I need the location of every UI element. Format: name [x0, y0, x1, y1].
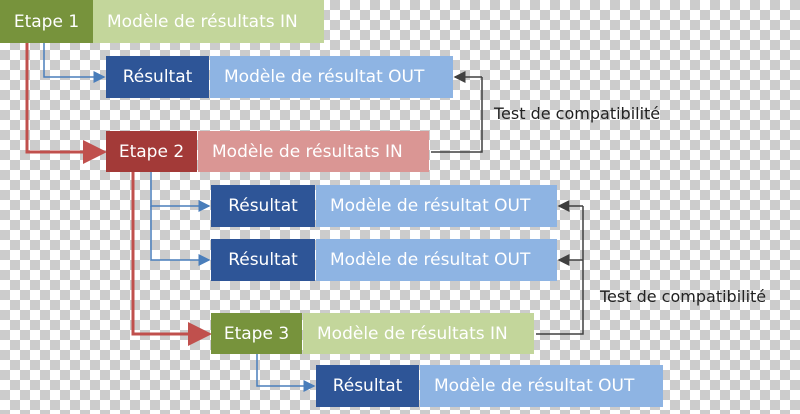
- bracket-test2: [536, 206, 584, 335]
- arrow-step3-result3: [256, 354, 316, 392]
- result1-model-out-box: Modèle de résultat OUT: [210, 56, 453, 98]
- result3-model-out-box: Modèle de résultat OUT: [420, 365, 663, 407]
- step2-box: Etape 2: [106, 131, 197, 172]
- step2-model-in-box: Modèle de résultats IN: [198, 131, 429, 172]
- arrow-step1-result1: [43, 43, 106, 83]
- step1-box: Etape 1: [0, 0, 93, 43]
- arrow-step2-result2a: [150, 172, 211, 212]
- step3-box: Etape 3: [211, 313, 302, 354]
- result1-box: Résultat: [106, 56, 209, 98]
- test-compatibility-label-1: Test de compatibilité: [494, 104, 661, 123]
- step1-model-in-box: Modèle de résultats IN: [93, 0, 324, 43]
- arrow-step2-result2b: [150, 206, 211, 266]
- result2a-box: Résultat: [211, 185, 315, 227]
- bracket-test1: [431, 77, 483, 153]
- result3-box: Résultat: [316, 365, 419, 407]
- result2b-model-out-box: Modèle de résultat OUT: [316, 239, 557, 281]
- arrow-step1-step2: [25, 43, 107, 164]
- test-compatibility-label-2: Test de compatibilité: [600, 287, 767, 306]
- step3-model-in-box: Modèle de résultats IN: [303, 313, 534, 354]
- result2a-model-out-box: Modèle de résultat OUT: [316, 185, 557, 227]
- result2b-box: Résultat: [211, 239, 315, 281]
- arrow-step2-step3: [131, 172, 212, 346]
